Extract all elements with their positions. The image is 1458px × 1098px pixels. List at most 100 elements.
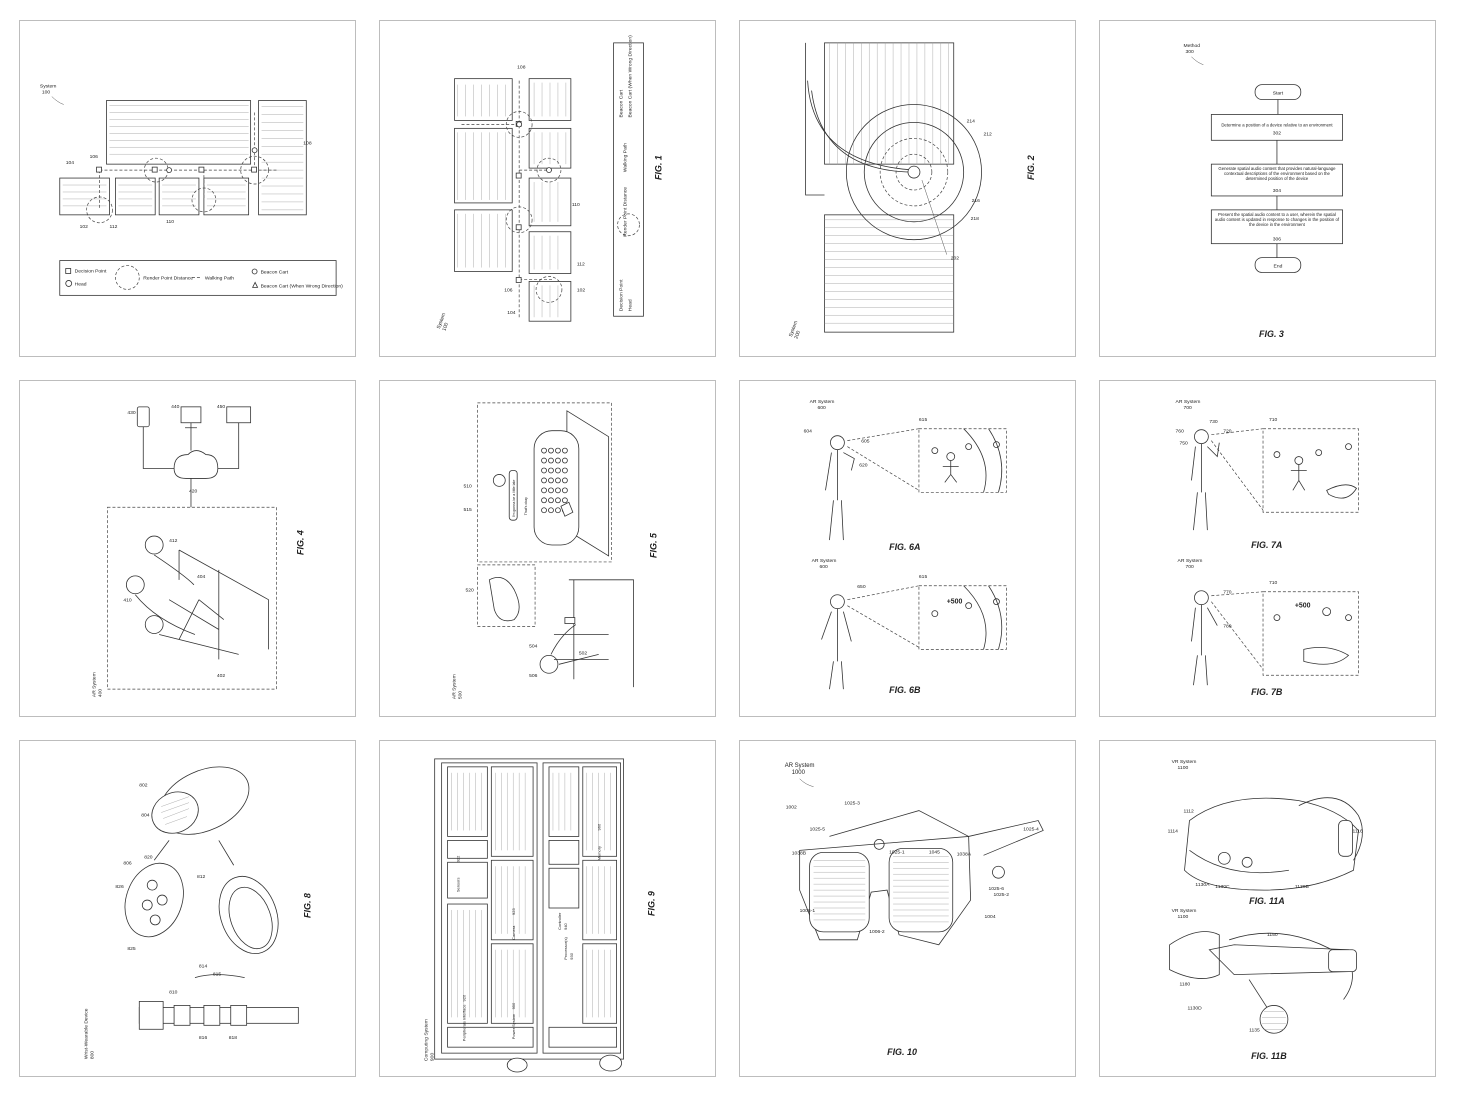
legend-head: Head <box>627 299 633 311</box>
svg-text:620: 620 <box>859 462 868 468</box>
message-text: I'm gonna be a little late <box>512 480 516 518</box>
svg-text:825: 825 <box>127 946 136 952</box>
fig-2-drawing: 214 212 216 218 202 System 200 FIG. 2 <box>788 42 1036 340</box>
svg-text:515: 515 <box>464 507 473 513</box>
legend-head: Head <box>75 281 87 287</box>
hand-icon <box>560 501 574 517</box>
flow-step-1-text: Determine a position of a device relativ… <box>1221 122 1333 127</box>
beacon-cart-icon <box>166 167 172 173</box>
person-at-desk <box>539 579 634 688</box>
score-label: +500 <box>947 599 963 606</box>
vr-headset <box>1184 797 1363 891</box>
patent-sheet-fig-9: Peripherals Interface 920 Sensors 922 Po… <box>379 740 716 1077</box>
monitor-icon <box>180 406 202 424</box>
system-number: 200 <box>794 330 803 340</box>
svg-text:104: 104 <box>66 160 75 166</box>
svg-text:1180: 1180 <box>1180 982 1191 988</box>
hand-closeup <box>477 564 536 627</box>
svg-text:1112: 1112 <box>1184 809 1195 815</box>
svg-text:106: 106 <box>90 154 99 160</box>
wrist-band-strip <box>138 1001 299 1030</box>
flow-step-3 <box>1210 209 1343 245</box>
ar-glasses <box>799 810 1044 946</box>
device-icon-left <box>506 1057 528 1073</box>
person-a <box>1191 429 1220 531</box>
svg-text:450: 450 <box>217 404 226 410</box>
end-label: End <box>1274 264 1283 270</box>
svg-text:102: 102 <box>80 224 89 230</box>
system-label: System <box>436 312 447 330</box>
system-number: 400 <box>98 689 104 698</box>
ar-game-view-b <box>918 585 1007 650</box>
svg-text:804: 804 <box>141 813 150 819</box>
figure-caption-b: FIG. 11B <box>1251 1051 1287 1061</box>
svg-text:216: 216 <box>972 198 981 204</box>
figure-caption: FIG. 9 <box>646 891 656 916</box>
svg-text:806: 806 <box>123 860 132 866</box>
svg-text:1038A: 1038A <box>957 851 972 857</box>
device-label: Wrist-Wearable Device <box>84 1008 90 1059</box>
legend-beacon-cart: Beacon Cart <box>619 89 625 117</box>
svg-text:780: 780 <box>1223 624 1232 630</box>
svg-text:1025-6: 1025-6 <box>989 886 1005 892</box>
figure-caption: FIG. 4 <box>295 530 305 555</box>
patent-sheet-fig-4: 430 440 450 420 412 410 404 402 FIG. 4 A… <box>19 380 356 717</box>
figure-caption-a: FIG. 6A <box>889 542 920 552</box>
avatar-icon <box>492 474 506 487</box>
legend-beacon-cart: Beacon Cart <box>261 269 289 275</box>
method-number: 300 <box>1185 49 1194 55</box>
svg-text:420: 420 <box>189 488 198 494</box>
ar-scene-frame <box>107 506 277 690</box>
keyboard-keys <box>541 447 568 514</box>
patent-sheet-fig-6: AR System 600 604 605 620 615 FIG. 6A AR… <box>739 380 1076 717</box>
flow-step-1-num: 302 <box>1273 130 1282 136</box>
svg-text:112: 112 <box>577 262 585 268</box>
fig-8-drawing: 802 804 820 826 806 825 812 814 810 816 … <box>84 766 312 1059</box>
svg-text:1025-5: 1025-5 <box>810 826 826 832</box>
svg-text:1045: 1045 <box>929 849 940 855</box>
right-column-blocks <box>548 766 617 1048</box>
end-node <box>1254 257 1302 273</box>
svg-text:820: 820 <box>144 854 153 860</box>
block-camera-num: 925 <box>511 908 516 915</box>
fig-7-drawing: AR System 700 760 730 750 720 710 FIG. 7… <box>1176 399 1359 697</box>
ar-game-view-a <box>918 428 1007 493</box>
figure-caption: FIG. 3 <box>1259 329 1284 339</box>
svg-text:1150: 1150 <box>1267 932 1278 938</box>
svg-text:110: 110 <box>572 202 580 208</box>
figure-caption: FIG. 1 <box>653 155 663 180</box>
watch-body <box>124 862 184 938</box>
svg-text:1006-1: 1006-1 <box>800 908 816 914</box>
block-controller-num: 940 <box>563 922 568 929</box>
system-label: System <box>40 84 57 90</box>
svg-text:720: 720 <box>1223 429 1232 435</box>
system-number: 1000 <box>792 770 806 776</box>
patent-sheet-fig-11: VR System 1100 1112 1114 1116 1130A 1130… <box>1099 740 1436 1077</box>
person-b <box>1191 590 1218 686</box>
flow-step-3-num: 306 <box>1273 237 1282 243</box>
system-number: 100 <box>441 322 450 332</box>
system-label-b: AR System <box>1178 558 1203 564</box>
flow-step-1 <box>1210 114 1343 141</box>
walking-path <box>459 80 554 320</box>
block-processors-num: 930 <box>569 952 574 959</box>
svg-text:750: 750 <box>1180 441 1189 447</box>
block-memory-title: Memory <box>597 846 602 860</box>
svg-text:108: 108 <box>303 140 312 146</box>
figure-caption: FIG. 10 <box>887 1047 917 1057</box>
svg-text:502: 502 <box>579 650 588 656</box>
system-label: System <box>788 320 799 338</box>
system-number-b: 1100 <box>1178 914 1189 920</box>
block-peripherals-title: Peripherals Interface <box>461 1004 466 1041</box>
buildings-right <box>528 78 572 322</box>
fig-1-drawing: 108 110 112 102 106 104 System 100 Decis… <box>436 35 663 332</box>
building-right <box>258 100 307 216</box>
svg-text:760: 760 <box>1176 429 1185 435</box>
patent-sheet-system-map: System 100 104 106 108 110 102 112 Decis… <box>19 20 356 357</box>
watch-top <box>151 766 250 835</box>
svg-text:212: 212 <box>984 131 993 137</box>
svg-text:504: 504 <box>529 643 538 649</box>
flow-step-2-num: 304 <box>1273 188 1282 194</box>
legend-rotated: Decision Point Head Render Point Distanc… <box>613 35 644 317</box>
svg-text:710: 710 <box>1269 417 1278 423</box>
